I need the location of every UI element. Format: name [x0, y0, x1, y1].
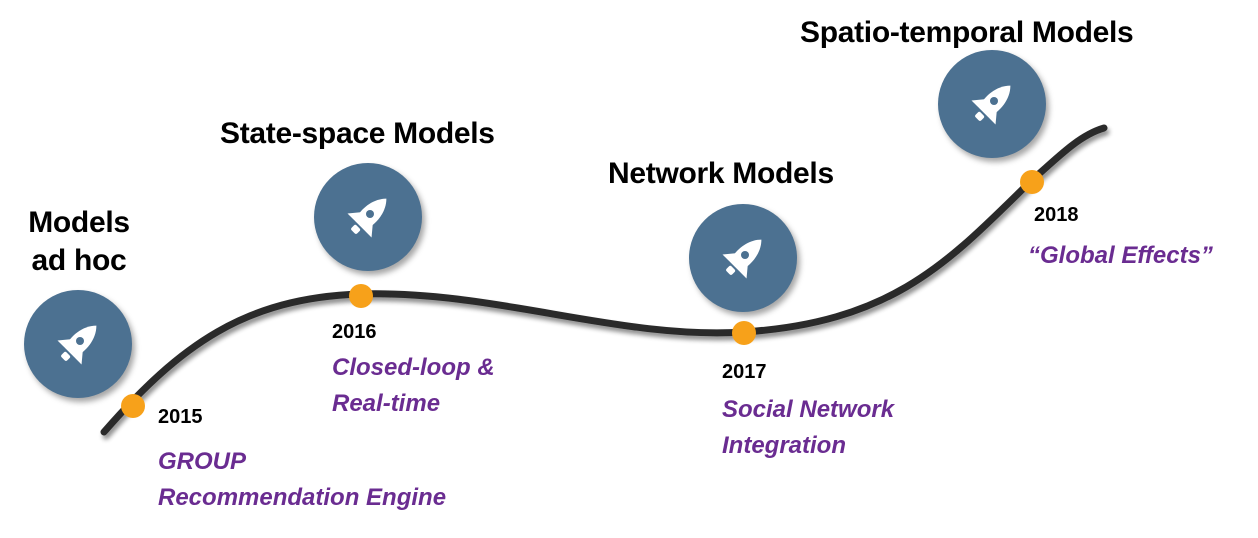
- rocket-icon: [971, 85, 1011, 125]
- rocket-badge: [314, 163, 422, 271]
- timeline-dot: [121, 394, 145, 418]
- milestone-title: Network Models: [608, 157, 834, 190]
- rocket-badge: [689, 204, 797, 312]
- milestone-title: Models ad hoc: [28, 206, 130, 277]
- rocket-icon: [722, 239, 762, 279]
- timeline-path: [100, 124, 1108, 436]
- milestone-title: Spatio-temporal Models: [800, 16, 1134, 49]
- rocket-icon: [57, 325, 97, 365]
- timeline-dot: [349, 284, 373, 308]
- milestone-year: 2018: [1034, 204, 1079, 226]
- milestone-year: 2015: [158, 406, 203, 428]
- rocket-badge: [24, 290, 132, 398]
- rocket-icon: [347, 198, 387, 238]
- milestone-description: “Global Effects”: [1028, 242, 1213, 269]
- timeline-dot: [732, 321, 756, 345]
- milestone-description: Closed-loop & Real-time: [332, 354, 495, 417]
- milestone-description: GROUP Recommendation Engine: [158, 448, 447, 511]
- milestone-year: 2017: [722, 361, 767, 383]
- rocket-badge: [938, 50, 1046, 158]
- timeline-dot: [1020, 170, 1044, 194]
- milestone-title: State-space Models: [220, 117, 495, 150]
- milestone-description: Social Network Integration: [722, 396, 895, 459]
- milestone-year: 2016: [332, 321, 377, 343]
